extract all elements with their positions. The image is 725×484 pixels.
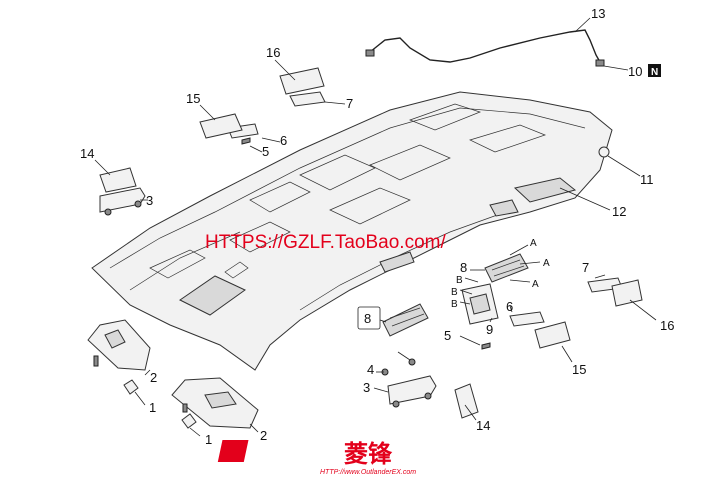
callout-1-right: 1 bbox=[205, 432, 212, 447]
callout-5-lower: 5 bbox=[444, 328, 451, 343]
callout-10: 10 bbox=[628, 64, 642, 79]
holder-14-upper bbox=[99, 167, 137, 193]
callout-1-left: 1 bbox=[149, 400, 156, 415]
bracket-upper bbox=[289, 91, 326, 107]
grip-bracket-lower bbox=[509, 311, 545, 327]
watermark-logo: 菱锋 HTTP://www.OutlanderEX.com bbox=[217, 440, 416, 476]
callout-5-upper: 5 bbox=[262, 144, 269, 159]
callout-4: 4 bbox=[367, 362, 374, 377]
assist-grip-upper bbox=[99, 187, 146, 216]
assist-grip-lower bbox=[387, 375, 437, 408]
view-marker-n: N bbox=[648, 64, 661, 78]
holder-16-upper bbox=[279, 67, 325, 95]
visor-holder-left bbox=[123, 379, 139, 395]
callout-2-right: 2 bbox=[260, 428, 267, 443]
watermark-url: HTTPS://GZLF.TaoBao.com/ bbox=[205, 232, 446, 253]
callout-15-lower: 15 bbox=[572, 362, 586, 377]
callout-9: 9 bbox=[486, 322, 493, 337]
callout-15-upper: 15 bbox=[186, 91, 200, 106]
holder-15-upper bbox=[199, 113, 243, 139]
view-marker-a2: A bbox=[543, 258, 550, 269]
wiring-harness bbox=[365, 29, 605, 67]
view-marker-a1: A bbox=[530, 238, 537, 249]
room-lamp-center bbox=[382, 303, 429, 337]
sun-visor-left bbox=[87, 319, 151, 371]
visor-holder-right bbox=[181, 413, 197, 429]
callout-box-8 bbox=[357, 306, 381, 330]
callout-6-upper: 6 bbox=[280, 133, 287, 148]
callout-16-upper: 16 bbox=[266, 45, 280, 60]
callout-8-boxed: 8 bbox=[364, 311, 371, 326]
room-lamp-rear bbox=[484, 253, 529, 283]
view-marker-b1: B bbox=[456, 275, 463, 286]
view-marker-b3: B bbox=[451, 299, 458, 310]
callout-14-upper: 14 bbox=[80, 146, 94, 161]
callout-13: 13 bbox=[591, 6, 605, 21]
callout-8-rear: 8 bbox=[460, 260, 467, 275]
holder-16-lower bbox=[611, 279, 643, 307]
svg-text:菱锋: 菱锋 bbox=[344, 440, 393, 468]
retainer-clip bbox=[598, 146, 610, 158]
callout-7-lower: 7 bbox=[582, 260, 589, 275]
svg-text:N: N bbox=[651, 67, 658, 78]
lamp-bracket bbox=[461, 283, 499, 325]
screw-parts bbox=[241, 137, 491, 350]
callout-6-lower: 6 bbox=[506, 299, 513, 314]
callout-12: 12 bbox=[612, 204, 626, 219]
callout-2-left: 2 bbox=[150, 370, 157, 385]
callout-14-lower: 14 bbox=[476, 418, 490, 433]
callout-7-upper: 7 bbox=[346, 96, 353, 111]
clip-parts bbox=[381, 358, 416, 376]
holder-15-lower bbox=[534, 321, 571, 349]
callout-16-lower: 16 bbox=[660, 318, 674, 333]
callout-3-upper: 3 bbox=[146, 193, 153, 208]
svg-text:HTTP://www.OutlanderEX.com: HTTP://www.OutlanderEX.com bbox=[320, 469, 416, 476]
callout-11: 11 bbox=[640, 172, 654, 187]
headliner-panel bbox=[91, 91, 613, 371]
sun-visor-right bbox=[171, 377, 259, 429]
view-marker-b2: B bbox=[451, 287, 458, 298]
callout-3-lower: 3 bbox=[363, 380, 370, 395]
view-marker-a3: A bbox=[532, 279, 539, 290]
leader-lines bbox=[94, 17, 657, 437]
holder-14-lower bbox=[454, 383, 479, 419]
